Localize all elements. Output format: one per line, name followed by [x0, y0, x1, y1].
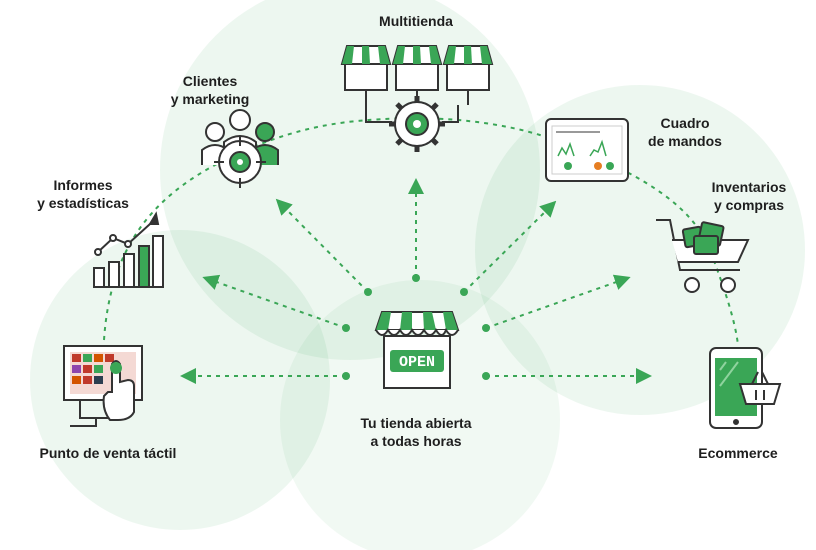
center-label: Tu tienda abierta a todas horas — [360, 415, 472, 449]
touch-pos-icon — [63, 345, 143, 427]
multistore-icon — [340, 45, 494, 152]
arrow-origin-dots — [342, 274, 490, 380]
inventarios-label: Inventarios y compras — [711, 179, 787, 213]
dashboard-tablet-icon — [545, 118, 629, 182]
clientes-label: Clientes y marketing — [170, 73, 250, 107]
multitienda-label: Multitienda — [379, 13, 453, 29]
store-icon: OPEN — [374, 311, 460, 389]
open-sign: OPEN — [399, 354, 435, 371]
ecommerce-label: Ecommerce — [698, 445, 778, 461]
punto-venta-label: Punto de venta táctil — [39, 445, 177, 461]
cuadro-label: Cuadro de mandos — [648, 115, 722, 149]
mobile-shop-icon — [709, 347, 782, 429]
shopping-cart-icon — [656, 219, 750, 293]
background-bubbles — [30, 0, 805, 550]
customers-target-icon — [201, 109, 279, 188]
center-arrows — [180, 178, 652, 384]
reports-chart-icon — [93, 211, 164, 288]
informes-label: Informes y estadísticas — [37, 177, 129, 211]
